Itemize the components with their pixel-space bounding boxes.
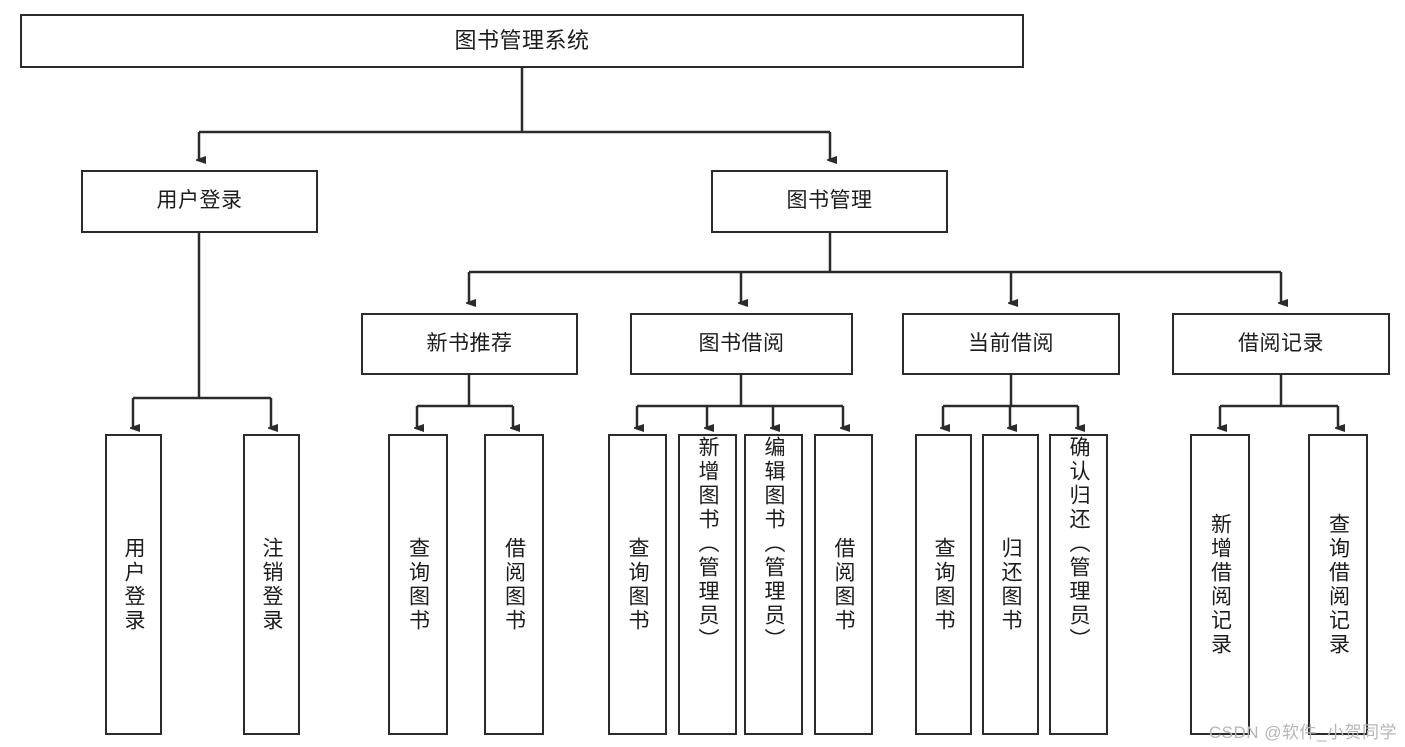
leaf-user-login-label: 用户登录 bbox=[122, 536, 145, 633]
node-root-label: 图书管理系统 bbox=[454, 28, 590, 54]
leaf-query-borrow-record-label: 查询借阅记录 bbox=[1326, 512, 1350, 657]
leaf-add-borrow-record[interactable]: 新增借阅记录 bbox=[1190, 434, 1250, 735]
node-user-login[interactable]: 用户登录 bbox=[81, 170, 318, 233]
leaf-add-borrow-record-label: 新增借阅记录 bbox=[1208, 512, 1232, 657]
node-root[interactable]: 图书管理系统 bbox=[20, 14, 1024, 68]
node-borrow-record[interactable]: 借阅记录 bbox=[1172, 313, 1390, 375]
node-borrow-record-label: 借阅记录 bbox=[1238, 331, 1324, 355]
leaf-borrow-book-label: 借阅图书 bbox=[832, 536, 855, 633]
leaf-borrow-book[interactable]: 借阅图书 bbox=[814, 434, 873, 735]
leaf-user-login[interactable]: 用户登录 bbox=[105, 434, 162, 735]
leaf-query-book-current-label: 查询图书 bbox=[932, 536, 955, 633]
leaf-borrow-book-recommend[interactable]: 借阅图书 bbox=[484, 434, 544, 735]
node-book-borrow[interactable]: 图书借阅 bbox=[630, 313, 853, 375]
node-new-book-recommend-label: 新书推荐 bbox=[426, 331, 513, 355]
leaf-logout-label: 注销登录 bbox=[260, 536, 283, 633]
leaf-add-book-admin-label: 新增图书（管理员） bbox=[696, 436, 719, 652]
node-new-book-recommend[interactable]: 新书推荐 bbox=[361, 313, 578, 375]
node-current-borrow[interactable]: 当前借阅 bbox=[902, 313, 1120, 375]
leaf-query-borrow-record[interactable]: 查询借阅记录 bbox=[1308, 434, 1368, 735]
leaf-add-book-admin[interactable]: 新增图书（管理员） bbox=[678, 434, 737, 735]
leaf-confirm-return-admin-label: 确认归还（管理员） bbox=[1067, 436, 1090, 652]
leaf-borrow-book-recommend-label: 借阅图书 bbox=[502, 536, 526, 633]
leaf-return-book-label: 归还图书 bbox=[999, 536, 1022, 633]
leaf-query-book-recommend-label: 查询图书 bbox=[406, 536, 430, 633]
node-user-login-label: 用户登录 bbox=[156, 189, 243, 213]
leaf-logout[interactable]: 注销登录 bbox=[243, 434, 300, 735]
node-book-borrow-label: 图书借阅 bbox=[698, 331, 785, 355]
leaf-edit-book-admin[interactable]: 编辑图书（管理员） bbox=[744, 434, 803, 735]
node-book-management[interactable]: 图书管理 bbox=[711, 170, 948, 233]
leaf-return-book[interactable]: 归还图书 bbox=[982, 434, 1039, 735]
leaf-edit-book-admin-label: 编辑图书（管理员） bbox=[762, 436, 785, 652]
node-current-borrow-label: 当前借阅 bbox=[968, 331, 1054, 355]
watermark: CSDN @软件_小贺同学 bbox=[1208, 723, 1397, 742]
leaf-query-book-borrow[interactable]: 查询图书 bbox=[608, 434, 667, 735]
leaf-query-book-borrow-label: 查询图书 bbox=[626, 536, 649, 633]
leaf-query-book-current[interactable]: 查询图书 bbox=[915, 434, 972, 735]
node-book-management-label: 图书管理 bbox=[786, 189, 873, 213]
leaf-query-book-recommend[interactable]: 查询图书 bbox=[388, 434, 448, 735]
leaf-confirm-return-admin[interactable]: 确认归还（管理员） bbox=[1049, 434, 1108, 735]
